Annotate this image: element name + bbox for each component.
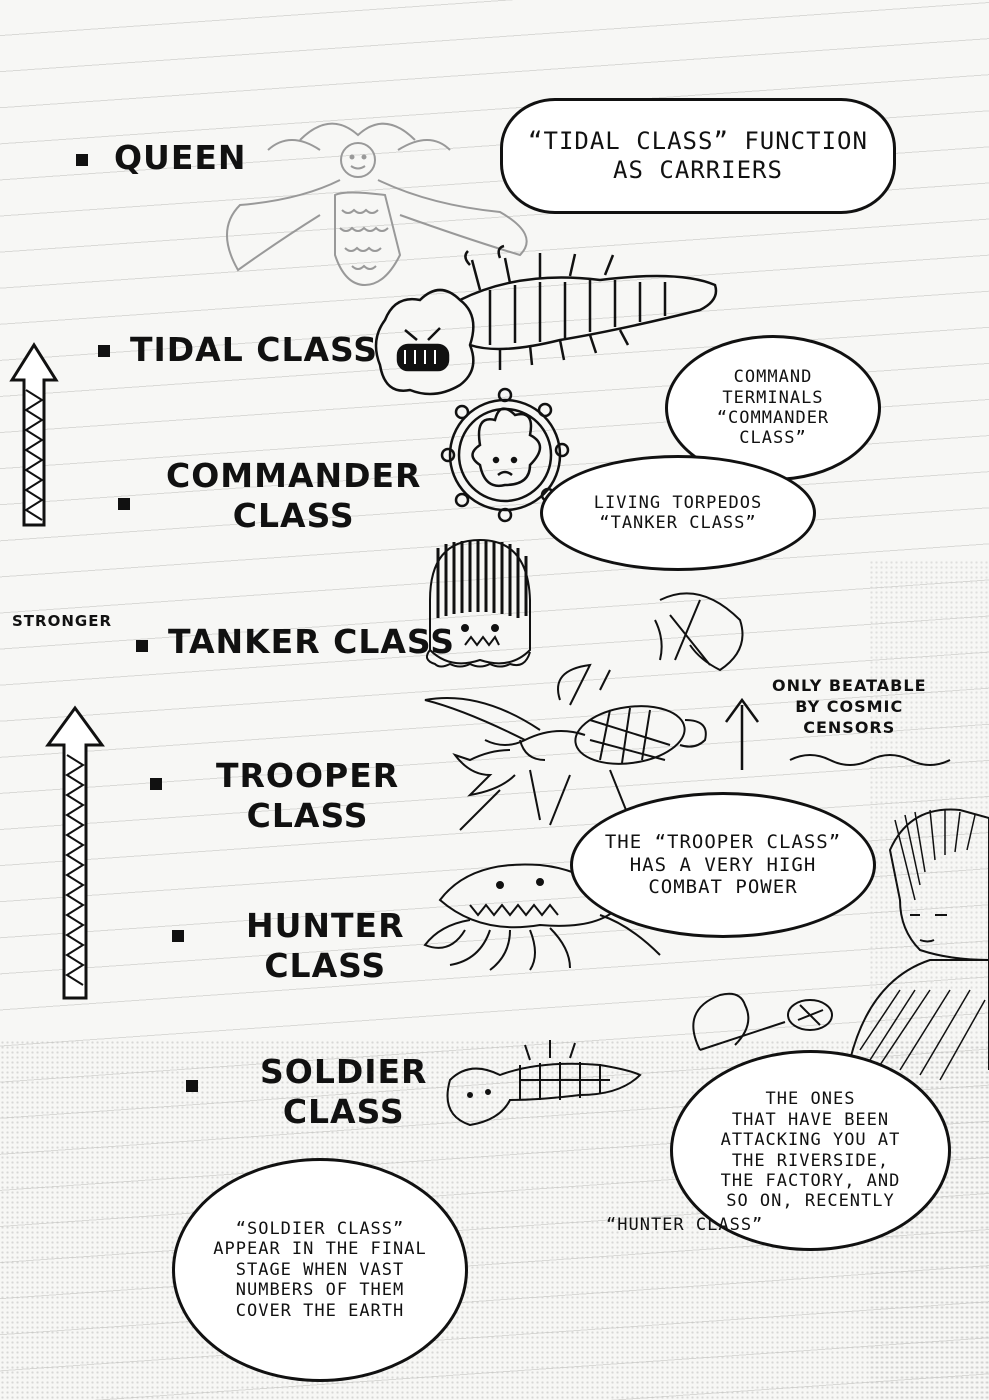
rank-soldier: SOLDIER CLASS xyxy=(260,1052,428,1131)
rank-bullet xyxy=(186,1080,198,1092)
hunter-bubble: THE ONES THAT HAVE BEEN ATTACKING YOU AT… xyxy=(670,1050,951,1251)
up-arrow-icon xyxy=(45,705,105,1000)
character-sketch xyxy=(849,808,989,1081)
hunter-bubble-text: THE ONES THAT HAVE BEEN ATTACKING YOU AT… xyxy=(720,1089,901,1212)
rank-trooper: TROOPER CLASS xyxy=(216,756,400,835)
rank-hunter: HUNTER CLASS xyxy=(246,906,405,985)
rank-commander: COMMANDER CLASS xyxy=(166,456,422,535)
rank-bullet xyxy=(172,930,184,942)
soldier-fish-doodle xyxy=(446,1040,642,1127)
commander-doodle xyxy=(440,387,570,523)
soldier-bubble-text: “SOLDIER CLASS” APPEAR IN THE FINAL STAG… xyxy=(213,1219,427,1321)
trooper-insect-doodle xyxy=(424,663,707,831)
tanker-bubble-text: LIVING TORPEDOS “TANKER CLASS” xyxy=(593,492,763,533)
rank-bullet xyxy=(136,640,148,652)
scribble-doodle xyxy=(654,592,744,672)
wave-line xyxy=(789,754,951,766)
rank-bullet xyxy=(76,154,88,166)
cosmic-note: ONLY BEATABLE BY COSMIC CENSORS xyxy=(772,676,927,737)
rank-tanker: TANKER CLASS xyxy=(168,622,455,661)
rank-bullet xyxy=(150,778,162,790)
hunter-name-text: “HUNTER CLASS” xyxy=(606,1215,764,1235)
tidal-worm-doodle xyxy=(374,244,718,396)
rank-queen: QUEEN xyxy=(114,138,247,177)
rank-tidal: TIDAL CLASS xyxy=(130,330,379,369)
trooper-bubble-text: THE “TROOPER CLASS” HAS A VERY HIGH COMB… xyxy=(604,830,842,899)
up-arrow-icon xyxy=(9,342,59,527)
commander-bubble-text: COMMAND TERMINALS “COMMANDER CLASS” xyxy=(716,367,830,449)
tanker-doodle xyxy=(425,538,531,668)
queen-doodle xyxy=(226,122,528,287)
tidal-bubble-text: “TIDAL CLASS” FUNCTION AS CARRIERS xyxy=(528,127,868,184)
up-arrow-icon xyxy=(724,697,760,770)
weapon-doodle xyxy=(692,992,833,1051)
soldier-bubble: “SOLDIER CLASS” APPEAR IN THE FINAL STAG… xyxy=(172,1158,468,1382)
stronger-label: STRONGER xyxy=(12,612,112,630)
tanker-bubble: LIVING TORPEDOS “TANKER CLASS” xyxy=(540,455,816,571)
trooper-bubble: THE “TROOPER CLASS” HAS A VERY HIGH COMB… xyxy=(570,792,876,938)
tidal-bubble: “TIDAL CLASS” FUNCTION AS CARRIERS xyxy=(500,98,896,214)
rank-bullet xyxy=(118,498,130,510)
rank-bullet xyxy=(98,345,110,357)
